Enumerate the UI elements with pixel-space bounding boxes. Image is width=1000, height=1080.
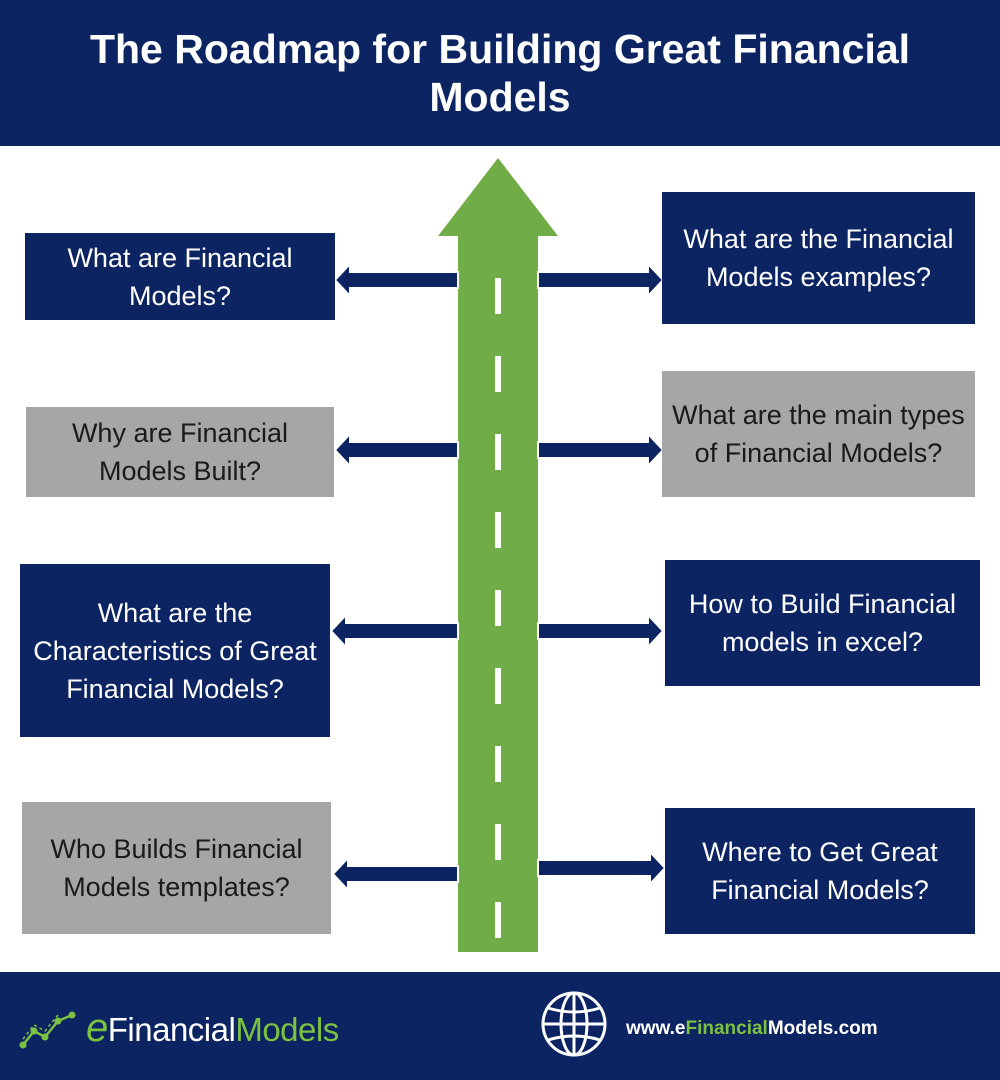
header-banner: The Roadmap for Building Great Financial… [0, 0, 1000, 146]
arrow-right-4 [537, 849, 667, 887]
box-how-to-build-in-excel: How to Build Financial models in excel? [665, 560, 980, 686]
box-label: Who Builds Financial Models templates? [50, 834, 303, 902]
box-label: Where to Get Great Financial Models? [702, 837, 938, 905]
brand-e: e [86, 1006, 108, 1050]
box-who-builds-templates: Who Builds Financial Models templates? [22, 802, 331, 934]
trend-line-icon [19, 1011, 76, 1048]
box-label: What are the Financial Models examples? [683, 224, 954, 292]
url-prefix: www.e [626, 1018, 686, 1039]
roadmap-road [329, 158, 667, 952]
road-arrow [438, 158, 558, 952]
box-what-are-financial-models: What are Financial Models? [25, 233, 335, 320]
box-why-are-financial-models-built: Why are Financial Models Built? [26, 407, 334, 497]
road-lane-dashes [495, 278, 501, 938]
arrow-right-2 [537, 431, 665, 469]
box-characteristics-of-great-models: What are the Characteristics of Great Fi… [20, 564, 330, 737]
globe-icon [541, 991, 607, 1057]
box-where-to-get-models: Where to Get Great Financial Models? [665, 808, 975, 934]
website-link[interactable]: www.eFinancialModels.com [626, 1018, 878, 1040]
arrow-left-2 [333, 431, 459, 469]
box-label: What are the main types of Financial Mod… [672, 400, 965, 468]
arrow-left-1 [333, 261, 459, 299]
box-label: Why are Financial Models Built? [71, 418, 289, 486]
brand-models: Models [235, 1011, 339, 1048]
arrow-left-3 [329, 612, 459, 650]
brand-logo[interactable]: eFinancialModels [18, 1006, 339, 1051]
box-main-types-of-models: What are the main types of Financial Mod… [662, 371, 975, 497]
box-financial-models-examples: What are the Financial Models examples? [662, 192, 975, 324]
url-suffix: Models.com [767, 1018, 878, 1039]
brand-financial: Financial [107, 1011, 236, 1048]
arrow-left-4 [331, 855, 459, 893]
box-label: What are the Characteristics of Great Fi… [33, 597, 317, 704]
page-title: The Roadmap for Building Great Financial… [89, 26, 911, 120]
brand-name: eFinancialModels [86, 1006, 339, 1051]
url-accent: Financial [685, 1018, 768, 1039]
arrow-right-3 [537, 612, 665, 650]
arrow-right-1 [537, 261, 665, 299]
box-label: How to Build Financial models in excel? [688, 589, 957, 657]
footer-bar: eFinancialModels www.eFinancialModels.co… [0, 972, 1000, 1080]
box-label: What are Financial Models? [67, 242, 293, 311]
